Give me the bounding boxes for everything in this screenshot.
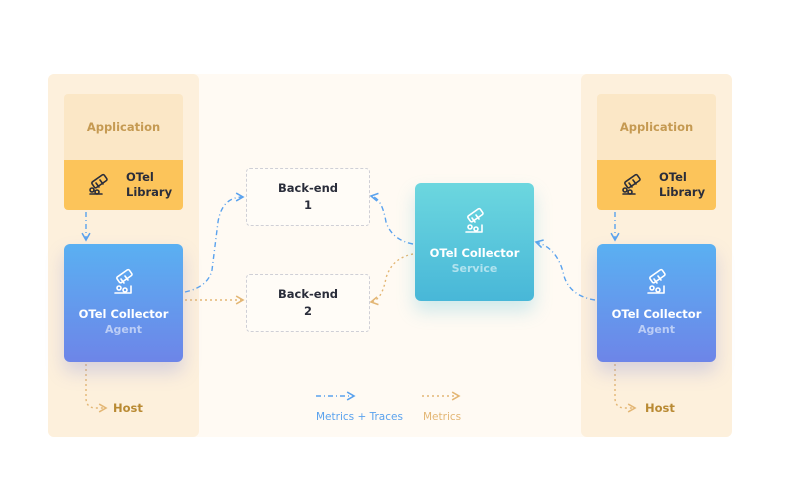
otel-collector-agent-left: OTel Collector Agent — [64, 244, 183, 362]
flow-agent-to-backend-1 — [184, 192, 245, 293]
application-box-right: Application — [597, 94, 716, 160]
otel-collector-service: OTel Collector Service — [415, 183, 534, 301]
library-label-line2: Library — [126, 185, 173, 199]
backend-1-box: Back-end 1 — [246, 168, 370, 226]
library-label-line1: OTel — [126, 170, 154, 184]
legend-metrics-label: Metrics — [423, 411, 462, 423]
telescope-icon — [89, 173, 108, 195]
flow-service-to-backend-1 — [369, 192, 414, 245]
telescope-icon — [646, 268, 666, 294]
flow-service-to-backend-2 — [369, 253, 414, 306]
backend-1-line1: Back-end — [278, 181, 338, 195]
telescope-icon — [113, 268, 133, 294]
otel-library-box-left: OTel Library — [64, 160, 183, 210]
library-label-line2: Library — [659, 185, 706, 199]
backend-1-line2: 1 — [303, 198, 312, 212]
library-label-line1: OTel — [659, 170, 687, 184]
collector-title: OTel Collector — [78, 307, 169, 321]
collector-title: OTel Collector — [611, 307, 702, 321]
backend-2-line2: 2 — [303, 304, 312, 318]
backend-2-box: Back-end 2 — [246, 274, 370, 332]
collector-subtitle: Agent — [638, 323, 675, 336]
legend-metrics-traces-label: Metrics + Traces — [316, 411, 403, 423]
telescope-icon — [622, 173, 641, 195]
host-label-left: Host — [113, 401, 143, 415]
backend-2-line1: Back-end — [278, 287, 338, 301]
host-connector-right — [614, 364, 637, 413]
application-label: Application — [86, 120, 161, 134]
collector-title: OTel Collector — [429, 246, 520, 260]
otel-collector-agent-right: OTel Collector Agent — [597, 244, 716, 362]
application-label: Application — [619, 120, 694, 134]
application-box-left: Application — [64, 94, 183, 160]
host-connector-left — [85, 364, 108, 413]
collector-subtitle: Agent — [105, 323, 142, 336]
flow-agent-to-service — [534, 239, 596, 301]
collector-subtitle: Service — [451, 262, 498, 275]
host-label-right: Host — [645, 401, 675, 415]
otel-library-box-right: OTel Library — [597, 160, 716, 210]
telescope-icon — [464, 207, 484, 233]
